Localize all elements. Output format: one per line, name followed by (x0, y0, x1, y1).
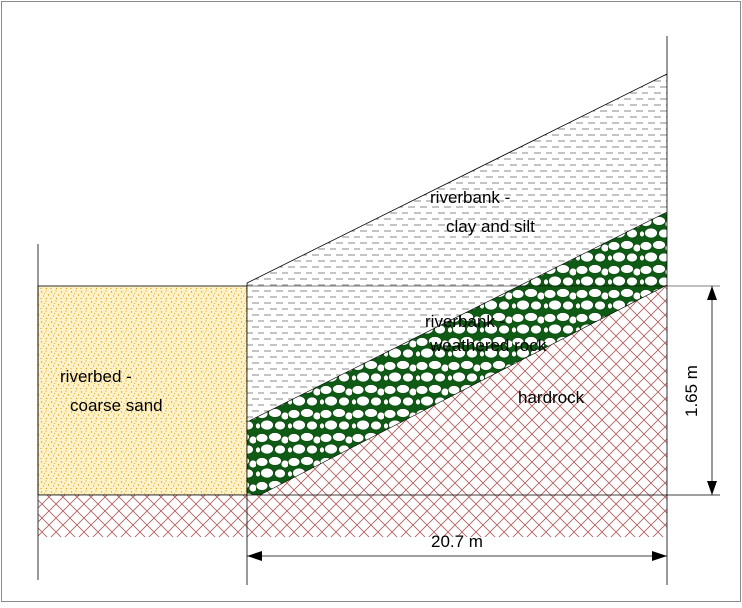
riverbed-label-line1: riverbed - (60, 367, 132, 386)
width-arrow-right (652, 551, 667, 561)
weathered-label-line2: weathered rock (429, 336, 547, 355)
clay-label-line2: clay and silt (446, 217, 535, 236)
rock-hardrock-boundary (259, 284, 668, 496)
clay-silt-layer (247, 74, 667, 422)
clay-rock-boundary (246, 211, 668, 423)
hardrock-layer (247, 285, 667, 537)
riverbed-label-line2: coarse sand (70, 396, 163, 415)
height-arrow-top (707, 286, 717, 300)
riverbed-sand-layer (37, 285, 248, 496)
ground-surface-line (246, 73, 668, 284)
weathered-rock-layer (247, 212, 667, 495)
clay-label-line1: riverbank - (430, 188, 510, 207)
width-dimension-label: 20.7 m (431, 532, 483, 551)
weathered-label-line1: riverbank - (425, 312, 505, 331)
hardrock-under-riverbed (38, 495, 247, 537)
height-dimension-label: 1.65 m (682, 365, 701, 417)
hardrock-label: hardrock (518, 388, 585, 407)
width-arrow-left (247, 551, 262, 561)
height-arrow-bottom (707, 481, 717, 495)
